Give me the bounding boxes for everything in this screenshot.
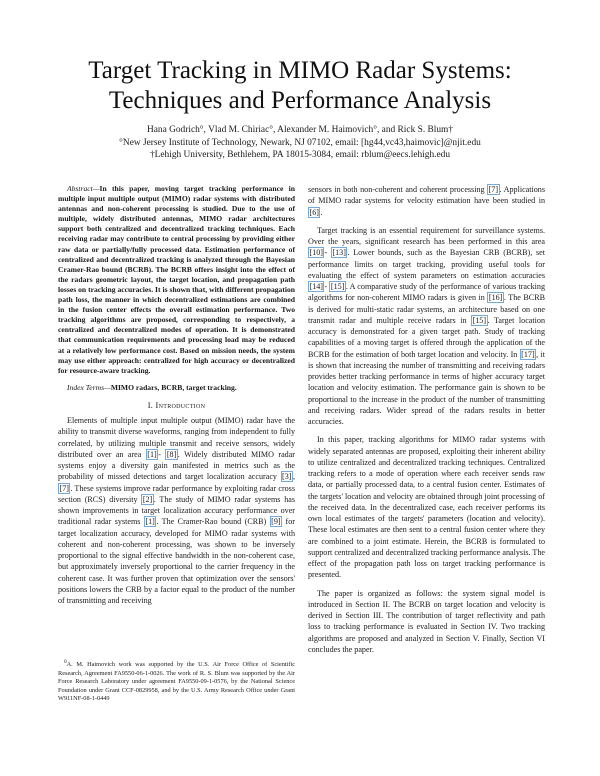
text-run: . A comparative study of the performance…	[308, 282, 545, 303]
intro-paragraph-1: Elements of multiple input multiple outp…	[58, 415, 295, 606]
abstract-text: In this paper, moving target tracking pe…	[58, 184, 295, 375]
affiliation-lehigh: †Lehigh University, Bethlehem, PA 18015-…	[149, 150, 451, 160]
text-run: . The study of MIMO radar systems has sh…	[58, 494, 295, 527]
index-terms: MIMO radars, BCRB, target tracking.	[110, 382, 237, 392]
citation-link[interactable]: [1]	[143, 516, 157, 528]
right-column: sensors in both non-coherent and coheren…	[308, 184, 545, 655]
text-run: -	[324, 248, 331, 258]
text-run: . Applications of MIMO radar systems for…	[308, 185, 545, 206]
section-number: I.	[147, 400, 156, 410]
left-column: Abstract—In this paper, moving target tr…	[58, 184, 295, 606]
abstract-label: Abstract—	[67, 184, 100, 193]
text-run: sensors in both non-coherent and coheren…	[308, 185, 488, 194]
citation-link[interactable]: [15]	[329, 281, 346, 292]
citation-link[interactable]: [7]	[487, 184, 500, 195]
citation-link[interactable]: [13]	[330, 247, 348, 259]
citation-link[interactable]: [10]	[308, 247, 325, 259]
text-run: -	[158, 449, 166, 459]
citation-link[interactable]: [3]	[280, 471, 293, 483]
intro-paragraph-2: Target tracking is an essential requirem…	[308, 225, 545, 428]
citation-link[interactable]: [15]	[471, 314, 488, 326]
citation-link[interactable]: [1]	[145, 448, 159, 460]
citation-link[interactable]: [6]	[308, 206, 321, 218]
citation-link[interactable]: [2]	[141, 493, 154, 505]
author-list: Hana Godrich°, Vlad M. Chiriac°, Alexand…	[146, 125, 454, 135]
intro-paragraph-4: The paper is organized as follows: the s…	[308, 588, 545, 654]
citation-link[interactable]: [7]	[58, 482, 71, 494]
text-run: . Widely distributed MIMO radar systems …	[58, 449, 295, 482]
title-line-1: Target Tracking in MIMO Radar Systems:	[88, 57, 512, 84]
intro-paragraph-3: In this paper, tracking algorithms for M…	[308, 435, 545, 580]
text-run: ,	[292, 472, 295, 482]
footnote: 0A. M. Haimovich work was supported by t…	[58, 658, 295, 704]
citation-link[interactable]: [17]	[519, 348, 537, 360]
section-title: Introduction	[155, 400, 206, 410]
affiliation-njit: °New Jersey Institute of Technology, New…	[119, 137, 481, 148]
text-run: , it is shown that increasing the number…	[308, 349, 546, 427]
index-terms-label: Index Terms—	[67, 382, 111, 392]
text-run: . These systems improve radar performanc…	[58, 483, 295, 504]
text-run: Elements of multiple input multiple outp…	[58, 416, 295, 459]
citation-link[interactable]: [14]	[308, 281, 325, 292]
footnote-mark: 0	[64, 659, 67, 665]
abstract: Abstract—In this paper, moving target tr…	[58, 184, 295, 393]
text-run: Target tracking is an essential requirem…	[308, 225, 545, 246]
section-heading-introduction: I. Introduction	[58, 400, 295, 411]
text-run: -	[324, 282, 330, 291]
citation-link[interactable]: [9]	[269, 516, 283, 528]
text-run: . The Cramer-Rao bound (CRB)	[156, 517, 270, 527]
intro-paragraph-1-continued: sensors in both non-coherent and coheren…	[308, 184, 545, 218]
text-run: . Target location accuracy is demonstrat…	[308, 315, 545, 359]
text-run: . The BCRB is derived for multi-static r…	[308, 293, 545, 325]
text-run: for target localization accuracy, develo…	[58, 517, 295, 606]
paper-title: Target Tracking in MIMO Radar Systems: T…	[0, 56, 600, 116]
author-block: Hana Godrich°, Vlad M. Chiriac°, Alexand…	[0, 124, 600, 162]
title-line-2: Techniques and Performance Analysis	[108, 87, 492, 114]
citation-link[interactable]: [16]	[487, 292, 504, 304]
citation-link[interactable]: [8]	[165, 448, 178, 460]
text-run: .	[320, 207, 323, 217]
text-run: . Lower bounds, such as the Bayesian CRB…	[308, 248, 546, 280]
footnote-text: A. M. Haimovich work was supported by th…	[58, 661, 295, 703]
